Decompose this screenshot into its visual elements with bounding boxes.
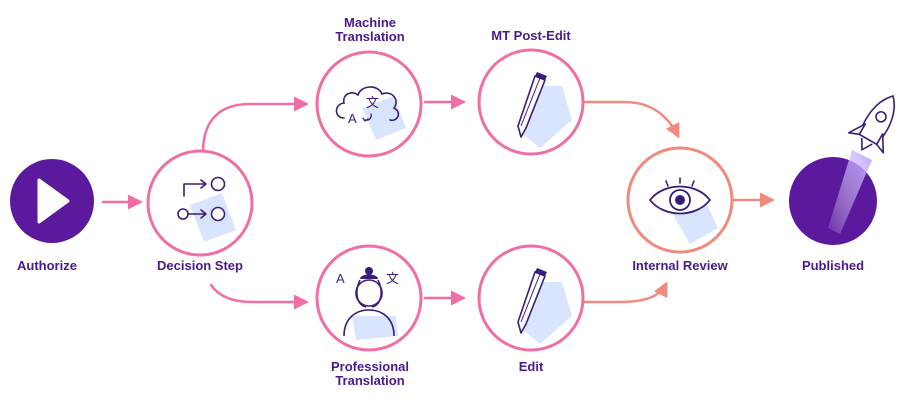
- translator-person-icon: A 文: [336, 267, 399, 340]
- node-mt-post-edit[interactable]: [477, 48, 585, 156]
- svg-text:A: A: [336, 271, 345, 286]
- node-machine-translation[interactable]: A 文: [315, 50, 423, 158]
- arrow-decision-to-mt: [201, 96, 309, 154]
- node-decision-step[interactable]: [146, 149, 254, 257]
- arrow-decision-to-pt: [209, 283, 309, 310]
- label-decision-step: Decision Step: [157, 258, 243, 273]
- rocket-icon: [828, 95, 895, 234]
- cloud-translate-icon: A 文: [335, 86, 406, 140]
- arrow-post-edit-to-review: [582, 100, 680, 139]
- label-authorize: Authorize: [17, 258, 77, 273]
- svg-text:文: 文: [366, 96, 379, 111]
- label-edit: Edit: [518, 359, 544, 374]
- node-internal-review[interactable]: [626, 146, 734, 254]
- node-authorize[interactable]: [10, 159, 94, 243]
- branch-flow-icon: [177, 176, 236, 242]
- pencil-icon: [517, 72, 572, 148]
- arrow-edit-to-review: [582, 281, 668, 304]
- pencil-icon: [517, 268, 572, 344]
- label-published: Published: [801, 258, 865, 273]
- label-professional-translation: Professional Translation: [330, 359, 410, 388]
- node-published[interactable]: [789, 86, 901, 245]
- label-machine-translation: Machine Translation: [335, 15, 405, 44]
- svg-text:A: A: [348, 111, 357, 126]
- label-mt-post-edit: MT Post-Edit: [491, 28, 571, 43]
- node-professional-translation[interactable]: A 文: [315, 244, 423, 352]
- label-internal-review: Internal Review: [632, 258, 728, 273]
- connectors: [101, 94, 775, 310]
- node-edit[interactable]: [477, 244, 585, 352]
- svg-text:文: 文: [386, 272, 399, 287]
- eye-icon: [648, 177, 718, 244]
- play-icon: [37, 178, 70, 224]
